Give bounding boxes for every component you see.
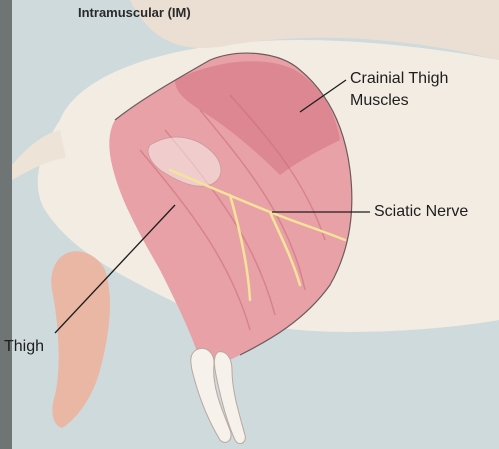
- frame-strip: [0, 0, 12, 449]
- crainial-thigh-muscles-label: Crainial Thigh Muscles: [350, 68, 448, 112]
- crainial-label-line1: Crainial Thigh: [350, 68, 448, 90]
- crainial-label-line2: Muscles: [350, 90, 448, 112]
- hind-paw: [51, 251, 110, 428]
- thigh-label: Thigh: [4, 338, 44, 356]
- diagram-title: Intramuscular (IM): [78, 5, 191, 20]
- sciatic-nerve-label: Sciatic Nerve: [374, 203, 468, 221]
